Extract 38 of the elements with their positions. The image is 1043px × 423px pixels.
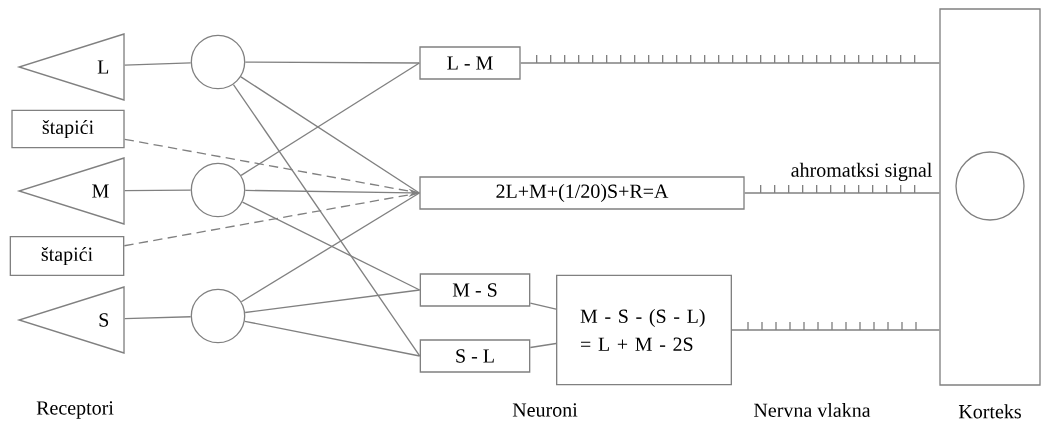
node-label: Korteks [958, 404, 1021, 419]
column-label: Neuroni [512, 403, 578, 417]
connector-line [240, 76, 420, 194]
dashed-line [123, 192, 420, 247]
neuron-box: 2L+M+(1/20)S+R=A [419, 176, 745, 210]
neuron-circle [190, 162, 246, 218]
receptor-triangle: L [16, 33, 125, 101]
connector-line [240, 192, 420, 303]
neuron-box: L - M [419, 46, 521, 80]
connector-line [244, 320, 421, 357]
edge-label: ahromatksi signal [789, 161, 934, 183]
neuron-circle [190, 34, 246, 90]
connector-line [244, 289, 421, 314]
connector-line [240, 62, 420, 177]
neuron-box: štapići [9, 236, 125, 276]
connector-line [244, 61, 420, 64]
neuron-box: M - S - (S - L) = L + M - 2S [556, 274, 732, 386]
connector-line [529, 342, 557, 349]
receptor-triangle: M [16, 157, 125, 225]
connector-line [124, 62, 192, 66]
column-label: Nervna vlakna [754, 402, 871, 417]
connector-line [124, 316, 192, 320]
connector-line [124, 189, 192, 192]
connector-line [241, 201, 421, 291]
neuron-box: M - S [419, 273, 531, 307]
neuron-circle [955, 151, 1025, 221]
neuron-box: S - L [419, 339, 531, 373]
column-label: Receptori [36, 401, 114, 419]
connector-line [232, 83, 421, 357]
nerve-fiber [744, 184, 940, 194]
neuron-circle [190, 288, 246, 344]
dashed-line [124, 138, 420, 194]
nerve-fiber [731, 321, 940, 331]
cortex-box [939, 8, 1041, 386]
neuron-box: štapići [11, 109, 125, 149]
connector-line [529, 302, 557, 310]
nerve-fiber [520, 54, 940, 64]
receptor-triangle: S [16, 286, 125, 354]
